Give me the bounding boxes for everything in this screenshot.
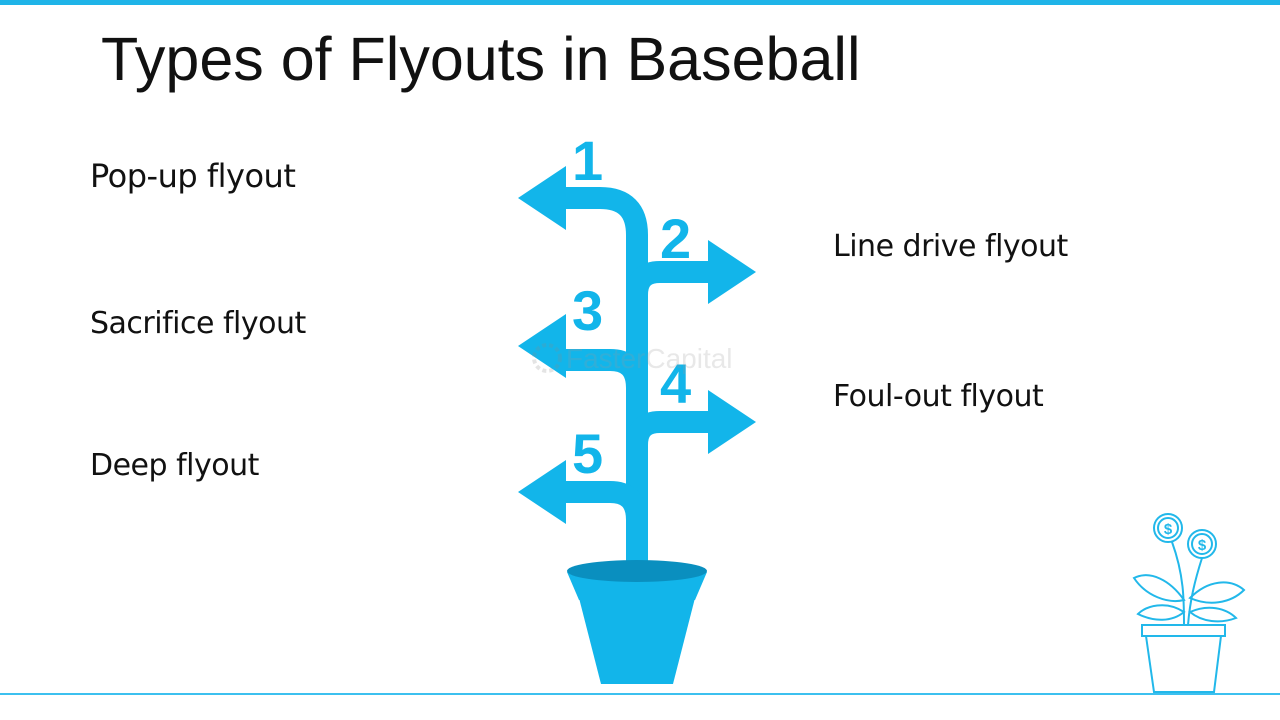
dollar-symbol-2: $ [1198,537,1207,554]
watermark-text: FasterCapital [566,343,733,374]
dollar-symbol-1: $ [1164,521,1173,538]
arrow-1 [518,166,566,230]
top-accent-bar [0,0,1280,5]
pot-soil [567,560,707,582]
step-4-label: Foul-out flyout [833,379,1044,414]
step-3-label: Sacrifice flyout [90,306,306,341]
branch-5 [565,481,648,521]
growing-plant-pot-icon: 1 2 3 4 5 FasterCapital [518,128,756,684]
arrow-3 [518,314,566,378]
branch-4 [626,411,712,446]
step-5-number: 5 [572,422,603,485]
bottom-baseline [0,693,1280,695]
branch-3 [565,349,648,389]
money-plant-icon: $ $ [1132,513,1246,693]
branch-2 [626,261,712,296]
step-4-number: 4 [660,352,691,415]
step-1-label: Pop-up flyout [90,157,296,195]
arrow-4 [708,390,756,454]
step-2-number: 2 [660,207,691,270]
arrow-2 [708,240,756,304]
step-3-number: 3 [572,279,603,342]
branch-1 [565,187,648,565]
arrow-5 [518,460,566,524]
step-5-label: Deep flyout [90,448,259,483]
slide-title: Types of Flyouts in Baseball [101,25,861,93]
pot-body [579,598,695,684]
step-1-number: 1 [572,129,603,192]
watermark-logo: FasterCapital [532,343,733,374]
step-2-label: Line drive flyout [833,229,1068,264]
